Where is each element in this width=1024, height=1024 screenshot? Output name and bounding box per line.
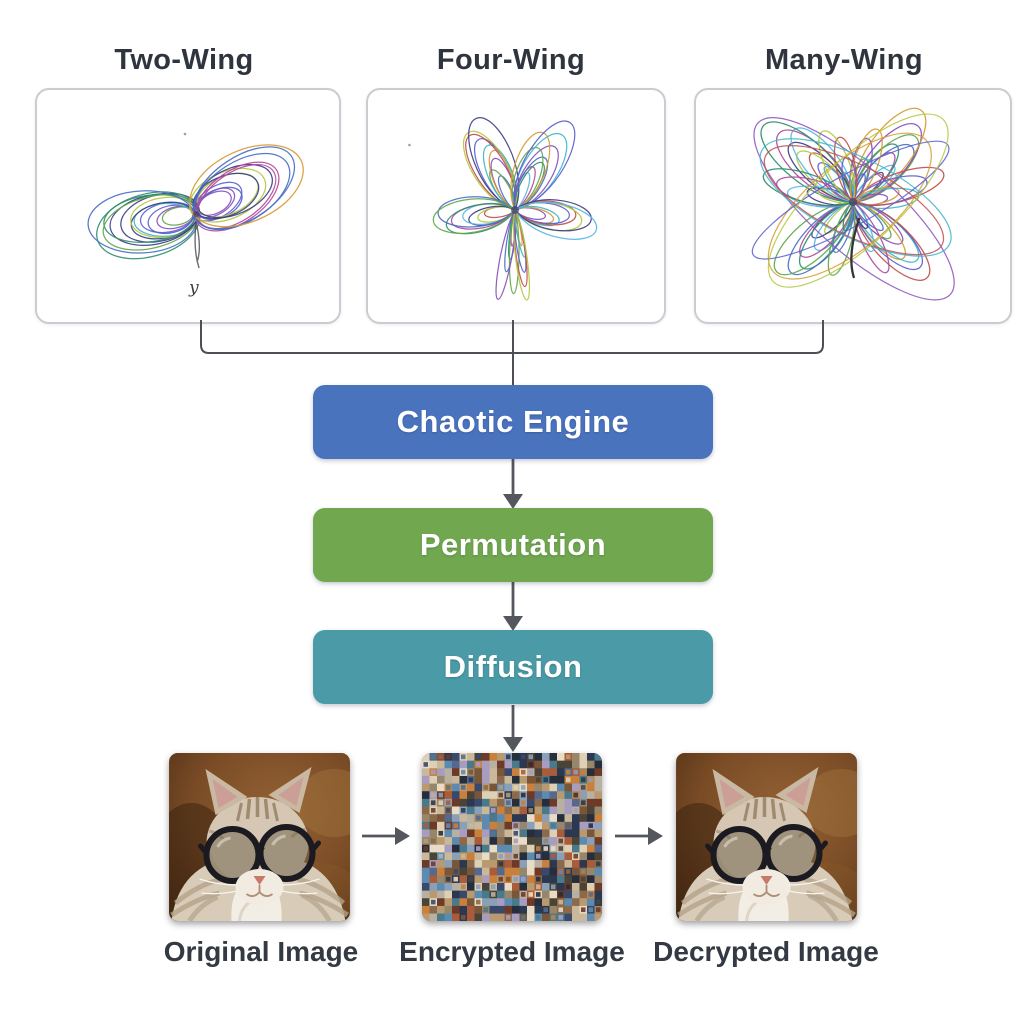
many-wing-attractor-plot	[751, 107, 955, 301]
four-wing-plot-panel	[366, 88, 666, 324]
diffusion-box: Diffusion	[313, 630, 713, 704]
chaotic-engine-box: Chaotic Engine	[313, 385, 713, 459]
original-cat-image	[169, 753, 350, 921]
arrow-right-icon-encrypted-to-decrypted	[615, 827, 663, 845]
panels-merge-bracket	[200, 320, 824, 354]
original-image-figure	[169, 753, 350, 921]
decrypted-image-label: Decrypted Image	[653, 936, 879, 967]
four-wing-attractor-plot	[408, 117, 598, 301]
arrow-down-icon-diffusion-to-encrypted	[503, 705, 523, 752]
original-image-label: Original Image	[163, 936, 359, 967]
arrow-right-icon-original-to-encrypted	[362, 827, 410, 845]
chaotic-engine-label: Chaotic Engine	[396, 404, 630, 439]
panel-title-four-wing: Four-Wing	[436, 44, 586, 76]
arrow-down-icon-engine-to-permutation	[503, 459, 523, 509]
svg-text:y: y	[188, 278, 199, 298]
encrypted-image-label: Encrypted Image	[399, 936, 625, 967]
two-wing-attractor-plot: y	[87, 132, 304, 298]
many-wing-plot-panel	[694, 88, 1012, 324]
arrow-down-icon-permutation-to-diffusion	[503, 582, 523, 631]
two-wing-plot-panel: y	[35, 88, 341, 324]
decrypted-cat-image	[676, 753, 857, 921]
diffusion-label: Diffusion	[443, 649, 583, 684]
encrypted-noise-image	[422, 753, 602, 921]
permutation-label: Permutation	[419, 527, 607, 562]
encrypted-image-figure	[422, 753, 602, 921]
panel-title-many-wing: Many-Wing	[765, 44, 923, 76]
panel-title-two-wing: Two-Wing	[114, 44, 254, 76]
decrypted-image-figure	[676, 753, 857, 921]
permutation-box: Permutation	[313, 508, 713, 582]
